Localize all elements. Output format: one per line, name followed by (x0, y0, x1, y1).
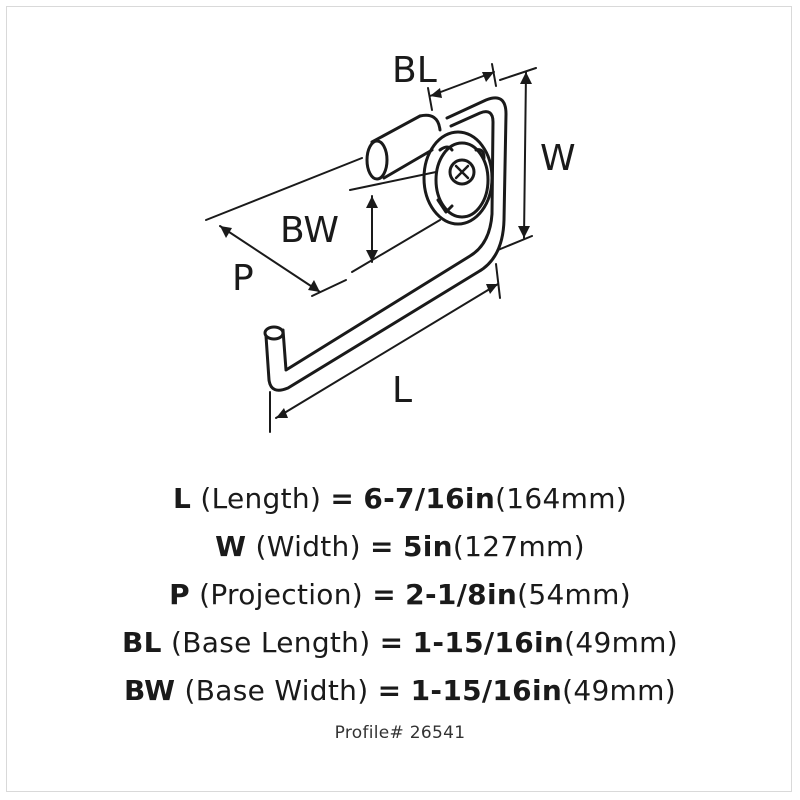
spec-imperial: 5in (402, 530, 453, 563)
holder-arm (263, 96, 508, 392)
spec-imperial: 1-15/16in (412, 626, 565, 659)
spec-code: L (172, 482, 192, 515)
spec-metric: (127mm) (452, 530, 585, 563)
spec-name: (Base Length) (171, 626, 371, 659)
spec-code: BL (122, 626, 162, 659)
spec-metric: (49mm) (564, 626, 678, 659)
dimension-p (205, 157, 363, 297)
dimension-bl (427, 63, 497, 111)
spec-name: (Projection) (199, 578, 363, 611)
spec-name: (Width) (255, 530, 361, 563)
spec-code: W (215, 530, 247, 563)
spec-length: L (Length) = 6-7/16in(164mm) (0, 475, 800, 523)
label-bw: BW (280, 210, 339, 251)
label-l: L (392, 370, 412, 411)
spec-code: BW (124, 674, 176, 707)
arrowheads (220, 72, 532, 418)
wall-post (365, 113, 442, 181)
spec-imperial: 2-1/8in (405, 578, 518, 611)
spec-base-width: BW (Base Width) = 1-15/16in(49mm) (0, 667, 800, 715)
spec-projection: P (Projection) = 2-1/8in(54mm) (0, 571, 800, 619)
spec-equals: = (370, 530, 394, 563)
spec-metric: (49mm) (562, 674, 676, 707)
spec-equals: = (379, 626, 404, 659)
image-frame (6, 6, 792, 792)
spec-name: (Length) (200, 482, 322, 515)
label-p: P (232, 258, 254, 299)
spec-imperial: 1-15/16in (410, 674, 563, 707)
spec-equals: = (377, 674, 402, 707)
spec-imperial: 6-7/16in (363, 482, 496, 515)
spec-equals: = (330, 482, 355, 515)
dimension-w (497, 67, 537, 251)
spec-width: W (Width) = 5in(127mm) (0, 523, 800, 571)
label-bl: BL (392, 50, 437, 91)
spec-code: P (169, 578, 190, 611)
mounting-base (422, 130, 494, 226)
label-w: W (540, 138, 576, 179)
dimension-bw (349, 171, 441, 273)
profile-number: Profile# 26541 (334, 723, 466, 743)
spec-equals: = (372, 578, 396, 611)
spec-base-length: BL (Base Length) = 1-15/16in(49mm) (0, 619, 800, 667)
dimension-specs: L (Length) = 6-7/16in(164mm) W (Width) =… (0, 475, 800, 743)
dimension-l (269, 263, 501, 433)
spec-metric: (164mm) (495, 482, 628, 515)
spec-name: (Base Width) (184, 674, 369, 707)
spec-metric: (54mm) (517, 578, 631, 611)
